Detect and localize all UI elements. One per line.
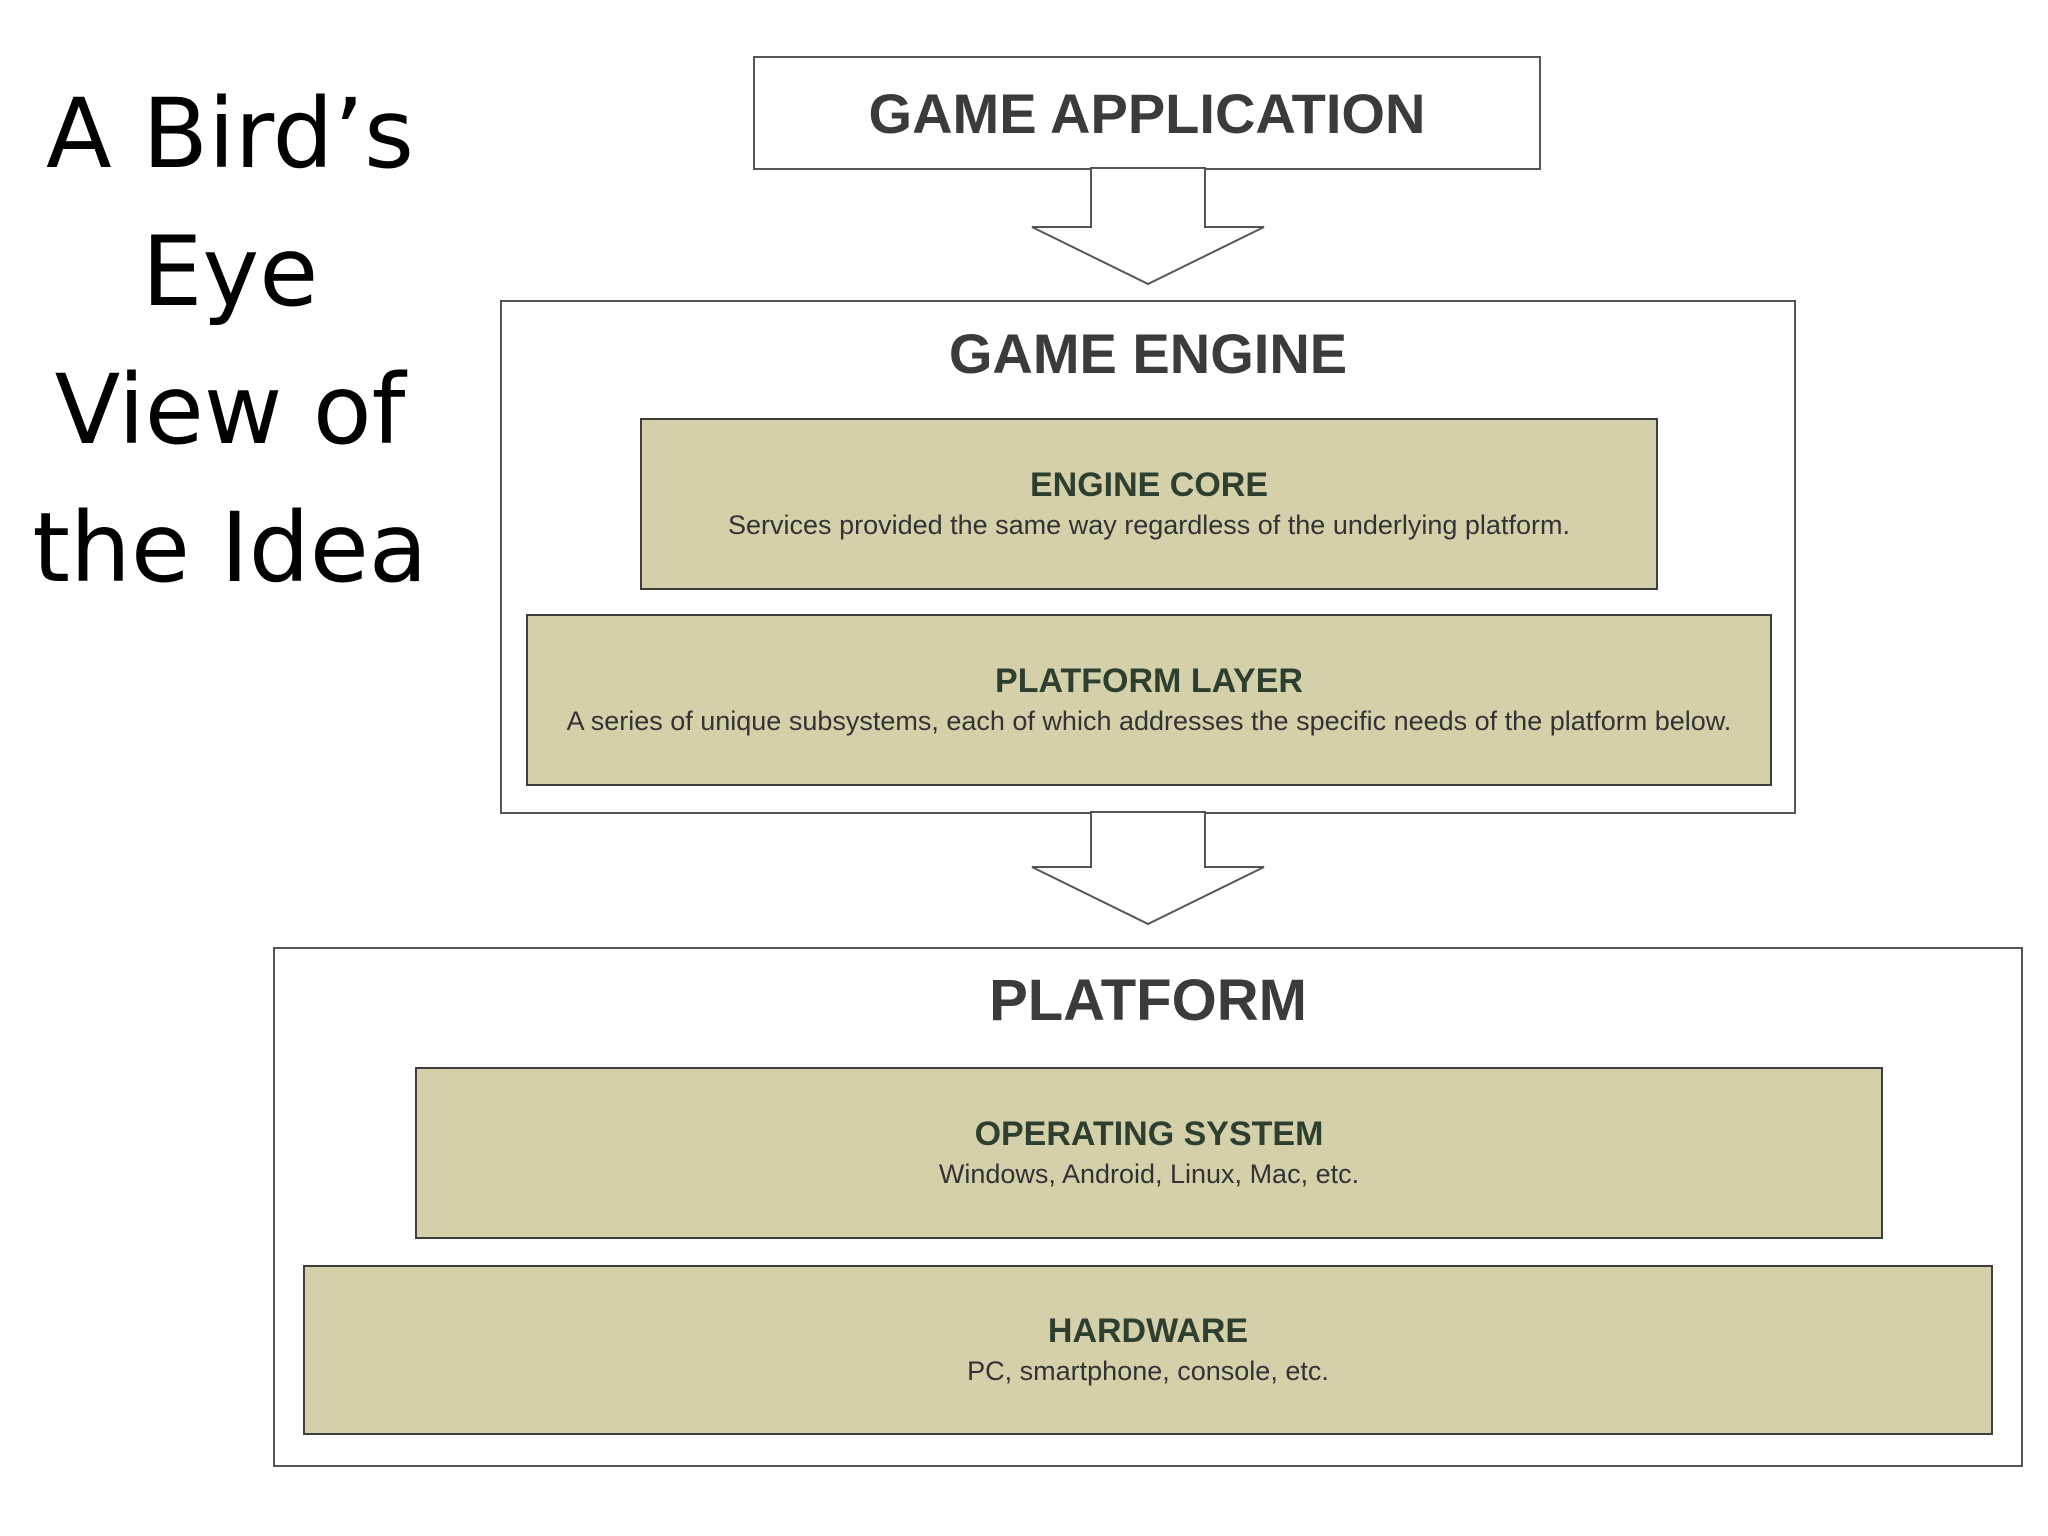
engine-core-title: ENGINE CORE [1029, 466, 1269, 504]
down-arrow-1 [1031, 167, 1265, 286]
slide-title-line-3: View of [54, 354, 406, 466]
game-application-box: GAME APPLICATION [753, 56, 1541, 170]
engine-core-description: Services provided the same way regardles… [728, 510, 1570, 540]
slide-title-line-2: Eye [141, 216, 319, 328]
hardware-layer: HARDWARE PC, smartphone, console, etc. [303, 1265, 1993, 1435]
operating-system-title: OPERATING SYSTEM [974, 1115, 1324, 1153]
slide-title: A Bird’s Eye View of the Idea [20, 65, 440, 617]
down-arrow-2 [1031, 811, 1265, 926]
operating-system-description: Windows, Android, Linux, Mac, etc. [938, 1159, 1360, 1189]
operating-system-layer: OPERATING SYSTEM Windows, Android, Linux… [415, 1067, 1883, 1239]
platform-layer-description: A series of unique subsystems, each of w… [566, 706, 1732, 736]
game-engine-title: GAME ENGINE [948, 322, 1348, 385]
platform-title: PLATFORM [989, 968, 1307, 1033]
platform-layer-title: PLATFORM LAYER [995, 662, 1303, 700]
slide-title-line-1: A Bird’s [46, 78, 414, 190]
platform-box: PLATFORM OPERATING SYSTEM Windows, Andro… [273, 947, 2023, 1467]
hardware-description: PC, smartphone, console, etc. [967, 1356, 1329, 1386]
game-engine-box: GAME ENGINE ENGINE CORE Services provide… [500, 300, 1796, 814]
platform-layer: PLATFORM LAYER A series of unique subsys… [526, 614, 1772, 786]
slide-title-line-4: the Idea [32, 492, 428, 604]
game-application-title: GAME APPLICATION [868, 82, 1426, 145]
engine-core-layer: ENGINE CORE Services provided the same w… [640, 418, 1658, 590]
hardware-title: HARDWARE [1047, 1312, 1249, 1350]
